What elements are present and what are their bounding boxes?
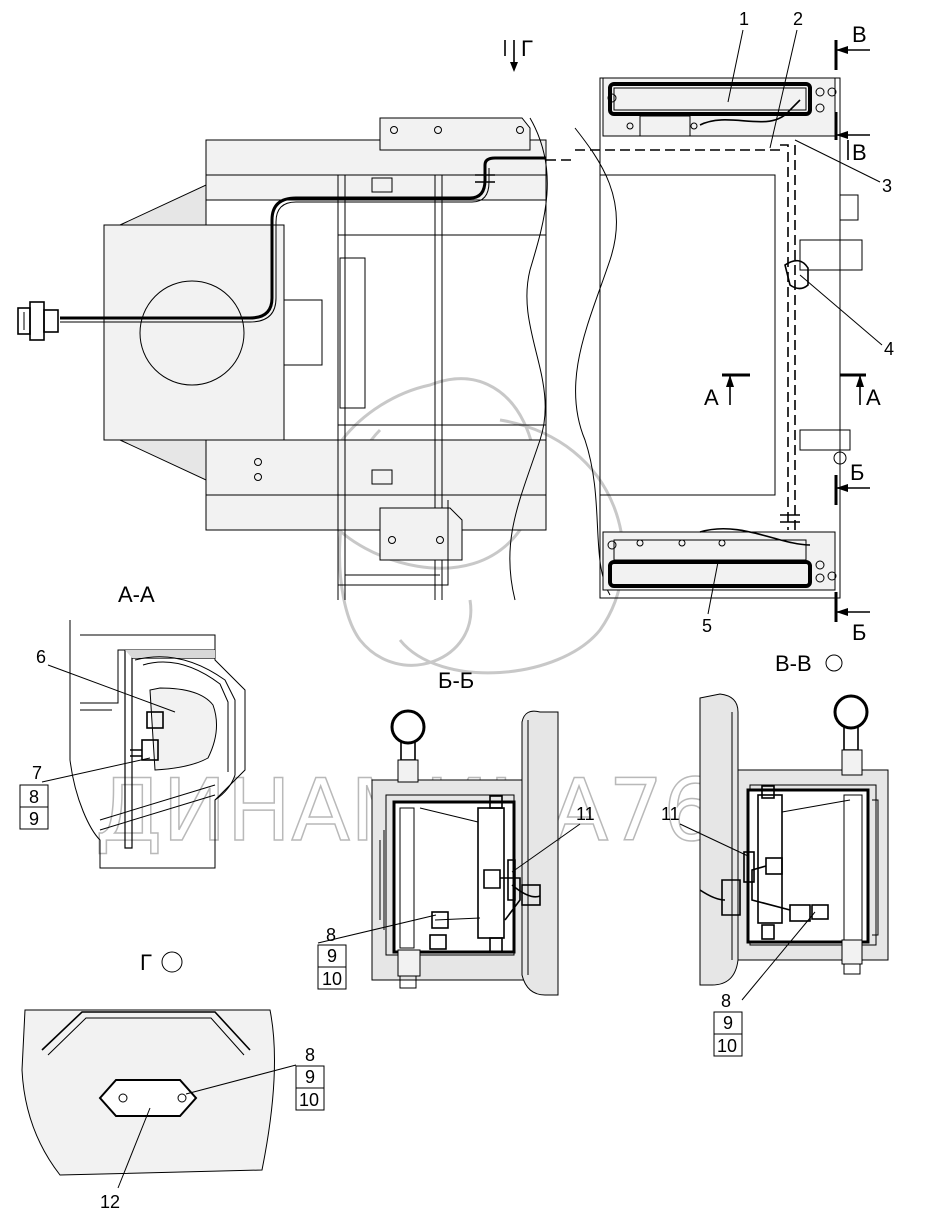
- cabin-panel: [599, 77, 841, 599]
- lifting-eye-icon-vv: [833, 694, 869, 730]
- top-bracket: [379, 117, 531, 151]
- callout-10-box-g: [295, 1087, 325, 1111]
- callout-8-label-aa: 8: [29, 787, 39, 807]
- break-line-right: [574, 127, 618, 596]
- cable-clip: [784, 259, 809, 290]
- callout-11-label-vv: 11: [661, 804, 680, 824]
- view-g: Г 8 9 10 12: [21, 950, 325, 1212]
- cut-marker-v-top: В: [834, 22, 870, 70]
- top-left-assembly: Г: [17, 36, 575, 601]
- view-arrow-g-label: Г: [521, 36, 533, 61]
- section-aa-title: А-А: [118, 582, 155, 607]
- cut-marker-a-left: А: [704, 373, 750, 410]
- view-arrow-g: Г: [504, 36, 533, 72]
- callout-4-label: 4: [884, 339, 894, 359]
- lifting-eye-icon: [390, 709, 426, 745]
- section-vv: В-В 11 8 9 10: [661, 651, 889, 1057]
- plug-connector-icon: [17, 301, 59, 341]
- bottom-bracket: [379, 507, 463, 561]
- rotated-view-icon: [825, 654, 843, 672]
- callout-10-box-vv: [713, 1033, 743, 1057]
- left-wedge-top: [119, 184, 207, 226]
- cut-marker-v-bottom: В: [834, 112, 870, 165]
- section-aa: А-А 6 7 8 9: [19, 582, 246, 869]
- section-vv-title: В-В: [775, 651, 812, 676]
- callout-11-label-bb: 11: [576, 804, 595, 824]
- callout-6-label: 6: [36, 647, 46, 667]
- lower-frame-plate: [205, 439, 547, 531]
- cut-marker-a-right-label: А: [866, 385, 881, 410]
- callout-9-box-aa: [19, 806, 49, 830]
- callout-2-label: 2: [793, 9, 803, 29]
- cable-run-vertical: [780, 144, 789, 530]
- round-cover: [139, 280, 245, 386]
- cut-marker-b-top-label: Б: [850, 460, 864, 485]
- callout-2: 2: [769, 9, 803, 149]
- left-wedge-bottom: [119, 439, 207, 481]
- callout-8-label-bb: 8: [326, 925, 336, 945]
- callout-10-label-g: 10: [299, 1090, 319, 1110]
- callout-9-label-vv: 9: [723, 1013, 733, 1033]
- lamp-1: [608, 82, 812, 116]
- section-bb-title: Б-Б: [438, 668, 474, 693]
- callout-1-label: 1: [739, 9, 749, 29]
- top-right-assembly: [574, 77, 863, 599]
- cut-marker-a-left-label: А: [704, 385, 719, 410]
- callout-12-label: 12: [100, 1192, 120, 1212]
- callout-5-label: 5: [702, 616, 712, 636]
- cut-marker-v-bottom-label: В: [852, 140, 867, 165]
- callout-10-label-bb: 10: [322, 969, 342, 989]
- callout-10-label-vv: 10: [717, 1036, 737, 1056]
- callout-9-label-bb: 9: [327, 946, 337, 966]
- rotated-view-icon-g: [161, 951, 183, 973]
- callout-3: 3: [794, 139, 892, 196]
- view-g-title: Г: [140, 950, 152, 975]
- section-bb: Б-Б 11 8 9 10: [317, 668, 595, 996]
- break-line-left: [509, 117, 548, 601]
- callout-8-label-g: 8: [305, 1045, 315, 1065]
- callout-3-label: 3: [882, 176, 892, 196]
- callout-1: 1: [727, 9, 749, 103]
- callout-9-label-aa: 9: [29, 809, 39, 829]
- callout-5: 5: [702, 561, 719, 636]
- cut-marker-b-bottom-label: Б: [852, 620, 866, 645]
- callout-9-label-g: 9: [305, 1067, 315, 1087]
- bb-wall: [521, 710, 559, 996]
- vv-lamp-body: [746, 788, 870, 944]
- cut-marker-a-right: А: [840, 373, 881, 410]
- lamp-5: [608, 560, 812, 588]
- callout-10-box-bb: [317, 966, 347, 990]
- mounting-box: [103, 224, 285, 441]
- lamp-housing-top: [602, 77, 836, 137]
- callout-8-label-vv: 8: [721, 991, 731, 1011]
- cable-harness-main: [60, 156, 546, 320]
- lamp-body-6: [149, 687, 218, 771]
- callout-7-label: 7: [32, 763, 42, 783]
- cut-marker-b-top: Б: [834, 460, 870, 505]
- cut-marker-b-bottom: Б: [834, 592, 870, 645]
- plate-lamp-12: [98, 1079, 198, 1117]
- callout-4: 4: [799, 274, 894, 359]
- bb-lamp-body: [392, 800, 516, 954]
- cut-marker-v-top-label: В: [852, 22, 867, 47]
